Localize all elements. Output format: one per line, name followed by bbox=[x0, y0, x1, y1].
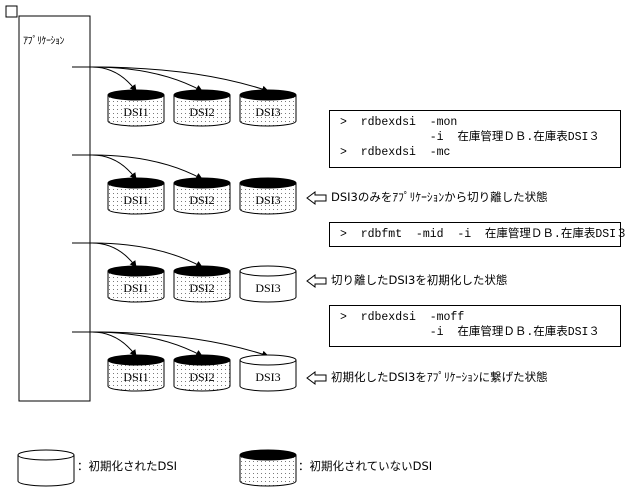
command-box-format: > rdbfmt -mid -i 在庫管理ＤＢ.在庫表DSI３ bbox=[329, 222, 628, 247]
dsi-label: DSI2 bbox=[189, 105, 215, 119]
row-4-connectors bbox=[72, 331, 269, 358]
cylinder-body bbox=[107, 271, 165, 303]
hollow-left-arrow-icon bbox=[306, 274, 327, 288]
rows-layer bbox=[72, 66, 297, 392]
dsi-cylinder-dsi3 bbox=[239, 265, 297, 303]
cylinder-body bbox=[239, 95, 297, 127]
cylinder-body bbox=[107, 95, 165, 127]
dsi-cylinder-dsi1 bbox=[107, 265, 165, 303]
dsi-cylinder-dsi3 bbox=[239, 354, 297, 392]
cylinder-body bbox=[239, 360, 297, 392]
dsi-cylinder-dsi2 bbox=[173, 89, 231, 127]
command-line: > rdbfmt -mid -i 在庫管理ＤＢ.在庫表DSI３ bbox=[340, 228, 628, 241]
dsi-label: DSI3 bbox=[255, 370, 281, 384]
cylinder-body bbox=[173, 183, 231, 215]
dsi-label: DSI2 bbox=[189, 281, 215, 295]
connection-arrow bbox=[91, 66, 203, 92]
legend-cylinder-initialized bbox=[17, 449, 75, 487]
cylinder-top bbox=[173, 354, 231, 366]
cylinder-top bbox=[239, 89, 297, 101]
command-line: -i 在庫管理ＤＢ.在庫表DSI３ bbox=[340, 326, 600, 339]
dsi-label: DSI1 bbox=[123, 193, 149, 207]
cylinder-top bbox=[173, 265, 231, 277]
row-2-connectors bbox=[72, 154, 203, 180]
state-arrows bbox=[306, 191, 327, 385]
cylinder-body bbox=[173, 360, 231, 392]
dsi-label: DSI1 bbox=[123, 281, 149, 295]
cylinder-top bbox=[239, 265, 297, 277]
dsi-label: DSI2 bbox=[189, 370, 215, 384]
cylinder-top bbox=[173, 177, 231, 189]
cylinder-body bbox=[107, 360, 165, 392]
cylinder-body bbox=[107, 183, 165, 215]
dsi-label: DSI1 bbox=[123, 105, 149, 119]
connection-arrow bbox=[91, 331, 203, 357]
cylinder-top bbox=[107, 265, 165, 277]
state-label-detached: DSI3のみをｱﾌﾟﾘｹｰｼｮﾝから切り離した状態 bbox=[331, 190, 548, 204]
state-label-reattached: 初期化したDSI3をｱﾌﾟﾘｹｰｼｮﾝに繋げた状態 bbox=[331, 370, 548, 384]
cylinder-body bbox=[173, 95, 231, 127]
legend-label-initialized: ：初期化されたDSI bbox=[77, 459, 178, 473]
cylinder-top bbox=[173, 89, 231, 101]
cylinder-body bbox=[173, 271, 231, 303]
dsi-cylinder-dsi2 bbox=[173, 177, 231, 215]
command-line: > rdbexdsi -mc bbox=[340, 146, 451, 159]
cylinder-top bbox=[107, 89, 165, 101]
cylinder-top bbox=[107, 177, 165, 189]
application-box bbox=[18, 15, 91, 402]
connection-arrow bbox=[91, 154, 137, 180]
dsi-cylinder-dsi3 bbox=[239, 177, 297, 215]
connection-arrow bbox=[91, 66, 269, 93]
cylinder-body bbox=[239, 183, 297, 215]
legend-label-uninitialized: ：初期化されていないDSI bbox=[298, 459, 433, 473]
connection-arrow bbox=[91, 154, 203, 180]
dsi-cylinder-dsi1 bbox=[107, 354, 165, 392]
application-box-tab bbox=[5, 5, 18, 18]
dsi-cylinder-dsi1 bbox=[107, 177, 165, 215]
dsi-cylinder-dsi2 bbox=[173, 265, 231, 303]
connection-arrow bbox=[91, 331, 269, 358]
dsi-cylinder-dsi1 bbox=[107, 89, 165, 127]
dsi-label: DSI3 bbox=[255, 193, 281, 207]
cylinder-top bbox=[239, 177, 297, 189]
hollow-left-arrow-icon bbox=[306, 191, 327, 205]
dsi-label: DSI1 bbox=[123, 370, 149, 384]
dsi-label: DSI3 bbox=[255, 281, 281, 295]
cylinder-body bbox=[239, 271, 297, 303]
dsi-label: DSI3 bbox=[255, 105, 281, 119]
row-1-connectors bbox=[72, 66, 269, 93]
hollow-left-arrow-icon bbox=[306, 371, 327, 385]
cylinder-body bbox=[239, 455, 297, 487]
cylinder-top bbox=[239, 354, 297, 366]
cylinder-top bbox=[107, 354, 165, 366]
cylinder-body bbox=[17, 455, 75, 487]
command-box-attach: > rdbexdsi -moff -i 在庫管理ＤＢ.在庫表DSI３ bbox=[329, 305, 621, 347]
dsi-label: DSI2 bbox=[189, 193, 215, 207]
connection-arrow bbox=[91, 66, 137, 92]
connection-arrow bbox=[91, 331, 137, 357]
state-label-formatted: 切り離したDSI3を初期化した状態 bbox=[331, 273, 508, 287]
cylinder-top bbox=[239, 449, 297, 461]
cylinder-top bbox=[17, 449, 75, 461]
command-box-detach: > rdbexdsi -mon -i 在庫管理ＤＢ.在庫表DSI３ > rdbe… bbox=[329, 110, 621, 168]
connection-arrow bbox=[91, 242, 137, 268]
application-label: ｱﾌﾟﾘｹｰｼｮﾝ bbox=[23, 36, 65, 47]
dsi-cylinder-dsi3 bbox=[239, 89, 297, 127]
command-line: > rdbexdsi -mon bbox=[340, 116, 458, 129]
connection-arrow bbox=[91, 242, 203, 268]
legend-layer bbox=[17, 449, 297, 487]
command-line: > rdbexdsi -moff bbox=[340, 311, 465, 324]
dsi-cylinder-dsi2 bbox=[173, 354, 231, 392]
command-line: -i 在庫管理ＤＢ.在庫表DSI３ bbox=[340, 131, 600, 144]
legend-cylinder-uninitialized bbox=[239, 449, 297, 487]
row-3-connectors bbox=[72, 242, 203, 268]
